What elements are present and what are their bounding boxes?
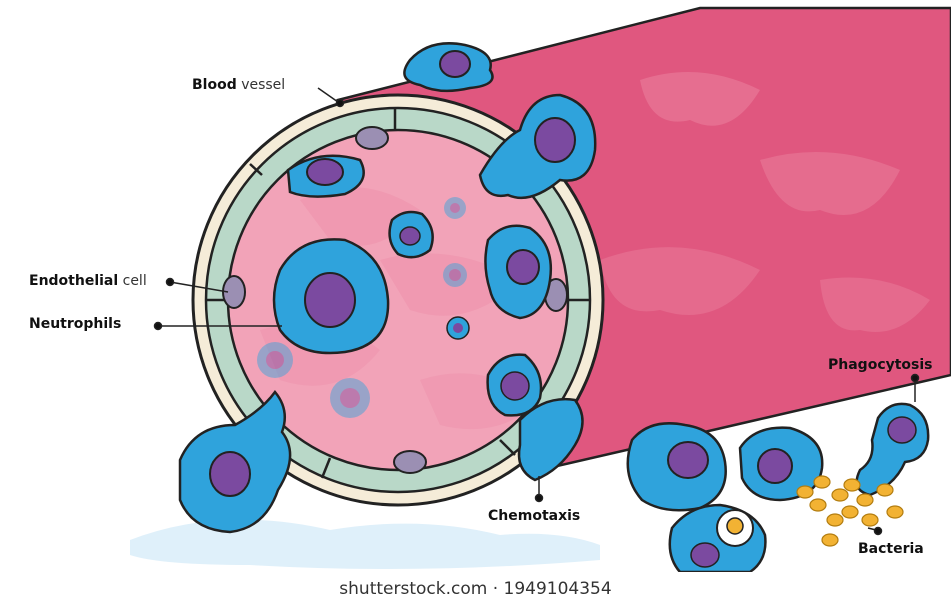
label-neutrophils-text: Neutrophils xyxy=(29,316,121,332)
neutrophil-phagocytosis xyxy=(857,404,929,495)
label-blood-vessel: Blood vessel xyxy=(192,77,285,93)
water-splash xyxy=(130,520,600,569)
label-chemotaxis: Chemotaxis xyxy=(488,508,580,524)
label-phagocytosis: Phagocytosis xyxy=(828,357,933,373)
label-blood-vessel-bold: Blood xyxy=(192,77,237,93)
label-neutrophils: Neutrophils xyxy=(29,316,121,332)
neutrophil-engulfing-bacterium xyxy=(670,505,766,572)
watermark-footer: shutterstock.com · 1949104354 xyxy=(0,572,951,606)
label-endothelial-cell: Endothelial cell xyxy=(29,273,147,289)
label-phagocytosis-text: Phagocytosis xyxy=(828,357,933,373)
label-bacteria: Bacteria xyxy=(858,541,924,557)
label-bacteria-text: Bacteria xyxy=(858,541,924,557)
neutrophil-right-wall xyxy=(485,226,550,318)
label-blood-vessel-light: vessel xyxy=(241,77,285,93)
neutrophil-chemotaxis xyxy=(519,399,583,480)
label-endothelial-bold: Endothelial xyxy=(29,273,118,289)
small-neutrophil xyxy=(447,317,469,339)
neutrophil-large-center xyxy=(274,239,388,353)
label-endothelial-light: cell xyxy=(123,273,147,289)
label-chemotaxis-text: Chemotaxis xyxy=(488,508,580,524)
neutrophil-cluster-1 xyxy=(628,423,726,510)
neutrophil-top-outside xyxy=(404,43,492,91)
neutrophil-lower-right-wall xyxy=(488,355,541,416)
neutrophil-small-lumen xyxy=(390,212,433,257)
